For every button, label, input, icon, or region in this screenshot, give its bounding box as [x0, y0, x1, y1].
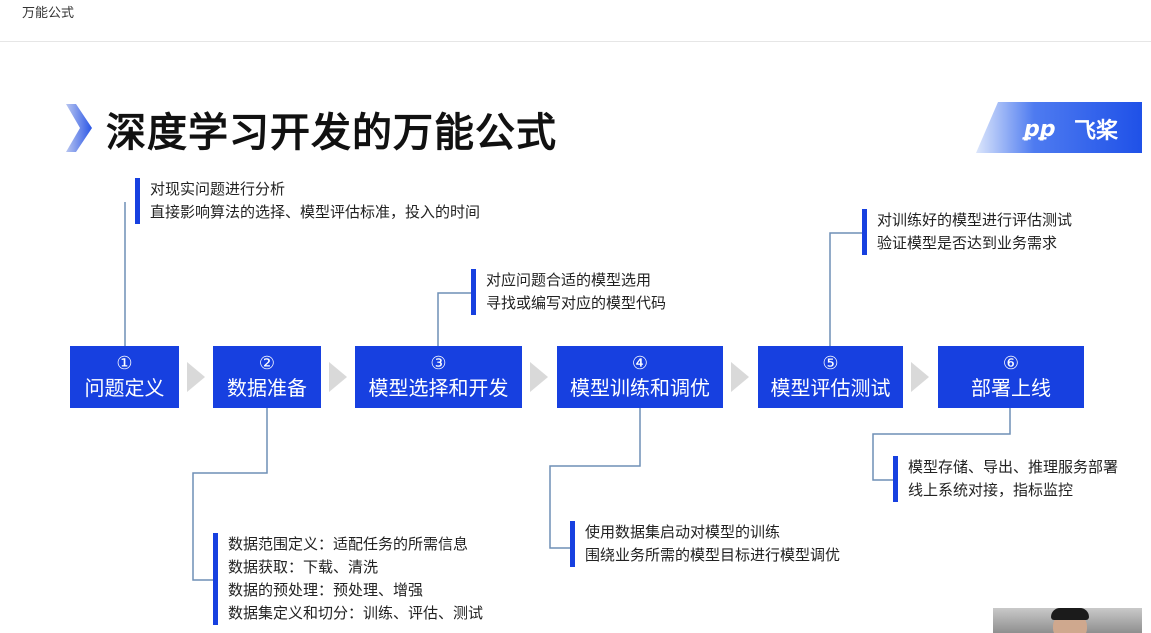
flow-arrow-icon	[187, 362, 205, 392]
note-line: 直接影响算法的选择、模型评估标准，投入的时间	[150, 203, 481, 221]
note-line: 线上系统对接，指标监控	[908, 481, 1074, 499]
note-line: 对应问题合适的模型选用	[486, 271, 652, 289]
step-label: 模型选择和开发	[368, 376, 509, 400]
connector-deploy	[872, 408, 1011, 481]
logo-text: 飞桨	[1074, 119, 1119, 144]
step-label: 问题定义	[84, 376, 165, 400]
connector-eval	[829, 232, 862, 346]
svg-text:ꝑꝑ: ꝑꝑ	[1022, 117, 1056, 142]
note-line: 寻找或编写对应的模型代码	[486, 294, 667, 312]
flow-arrow-icon	[530, 362, 548, 392]
flow-arrow-icon	[329, 362, 347, 392]
step-model-training: ④ 模型训练和调优	[557, 346, 723, 408]
note-line: 验证模型是否达到业务需求	[877, 234, 1058, 252]
title-chevron-icon	[66, 104, 92, 152]
step-data-preparation: ② 数据准备	[213, 346, 321, 408]
note-line: 数据获取：下载、清洗	[228, 558, 379, 576]
note-line: 对训练好的模型进行评估测试	[877, 211, 1073, 229]
step-number: ⑥	[1002, 353, 1020, 374]
step-number: ②	[258, 353, 276, 374]
note-model: 对应问题合适的模型选用 寻找或编写对应的模型代码	[471, 269, 666, 315]
presenter-hair	[1051, 608, 1089, 620]
step-label: 部署上线	[971, 376, 1051, 400]
slide-title: 深度学习开发的万能公式	[106, 110, 557, 156]
flow-arrow-icon	[911, 362, 929, 392]
paddlepaddle-logo: ꝑꝑ	[976, 102, 1142, 153]
note-deploy: 模型存储、导出、推理服务部署 线上系统对接，指标监控	[893, 456, 1118, 502]
note-line: 使用数据集启动对模型的训练	[585, 523, 781, 541]
note-line: 对现实问题进行分析	[150, 180, 286, 198]
note-eval: 对训练好的模型进行评估测试 验证模型是否达到业务需求	[862, 209, 1072, 255]
presenter-webcam[interactable]	[993, 608, 1142, 633]
note-data: 数据范围定义：适配任务的所需信息 数据获取：下载、清洗 数据的预处理：预处理、增…	[213, 533, 483, 625]
connector-model	[437, 292, 471, 346]
note-line: 模型存储、导出、推理服务部署	[908, 458, 1119, 476]
connector-train	[549, 408, 641, 549]
step-label: 模型评估测试	[770, 376, 891, 400]
note-line: 数据的预处理：预处理、增强	[228, 581, 424, 599]
note-line: 围绕业务所需的模型目标进行模型调优	[585, 546, 841, 564]
tab-title[interactable]: 万能公式	[22, 6, 75, 21]
note-line: 数据集定义和切分：训练、评估、测试	[228, 604, 484, 622]
note-train: 使用数据集启动对模型的训练 围绕业务所需的模型目标进行模型调优	[570, 521, 840, 567]
step-number: ③	[430, 353, 447, 374]
step-model-selection: ③ 模型选择和开发	[355, 346, 522, 408]
step-number: ①	[116, 353, 133, 374]
flow-arrow-icon	[731, 362, 749, 392]
browser-tab-bar: 万能公式	[0, 0, 1151, 42]
step-label: 数据准备	[227, 376, 307, 400]
step-model-evaluation: ⑤ 模型评估测试	[758, 346, 903, 408]
step-label: 模型训练和调优	[570, 376, 710, 400]
note-line: 数据范围定义：适配任务的所需信息	[228, 535, 469, 553]
step-number: ④	[631, 353, 649, 374]
note-problem: 对现实问题进行分析 直接影响算法的选择、模型评估标准，投入的时间	[135, 178, 480, 224]
step-number: ⑤	[822, 353, 839, 374]
step-problem-definition: ① 问题定义	[70, 346, 179, 408]
connector-data	[192, 408, 268, 581]
step-deployment: ⑥ 部署上线	[938, 346, 1084, 408]
